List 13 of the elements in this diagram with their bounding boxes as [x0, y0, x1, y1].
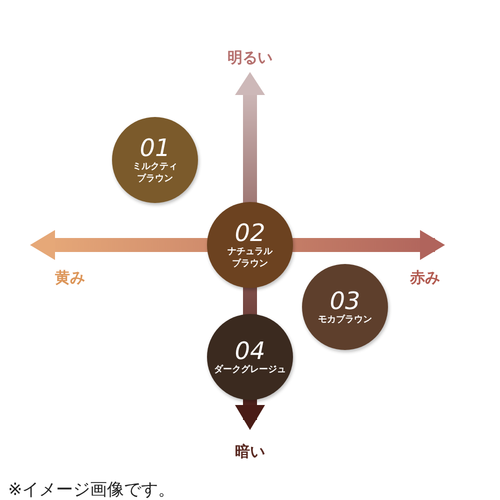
- shade-number: 01: [140, 135, 170, 161]
- axis-label: 赤み: [410, 268, 440, 288]
- shade-number: 02: [234, 220, 266, 246]
- shade-name: モカブラウン: [317, 314, 373, 326]
- axis-label: 暗い: [235, 442, 265, 462]
- caption: ※イメージ画像です。: [8, 479, 176, 500]
- shade-name: ナチュラルブラウン: [227, 246, 273, 270]
- shade-name: ミルクティブラウン: [132, 161, 178, 185]
- axis-label: 明るい: [228, 48, 272, 68]
- axis-label: 黄み: [55, 268, 85, 288]
- shade-number: 03: [330, 288, 360, 314]
- shade-name: ダークグレージュ: [213, 364, 287, 376]
- shade-number: 04: [234, 338, 266, 364]
